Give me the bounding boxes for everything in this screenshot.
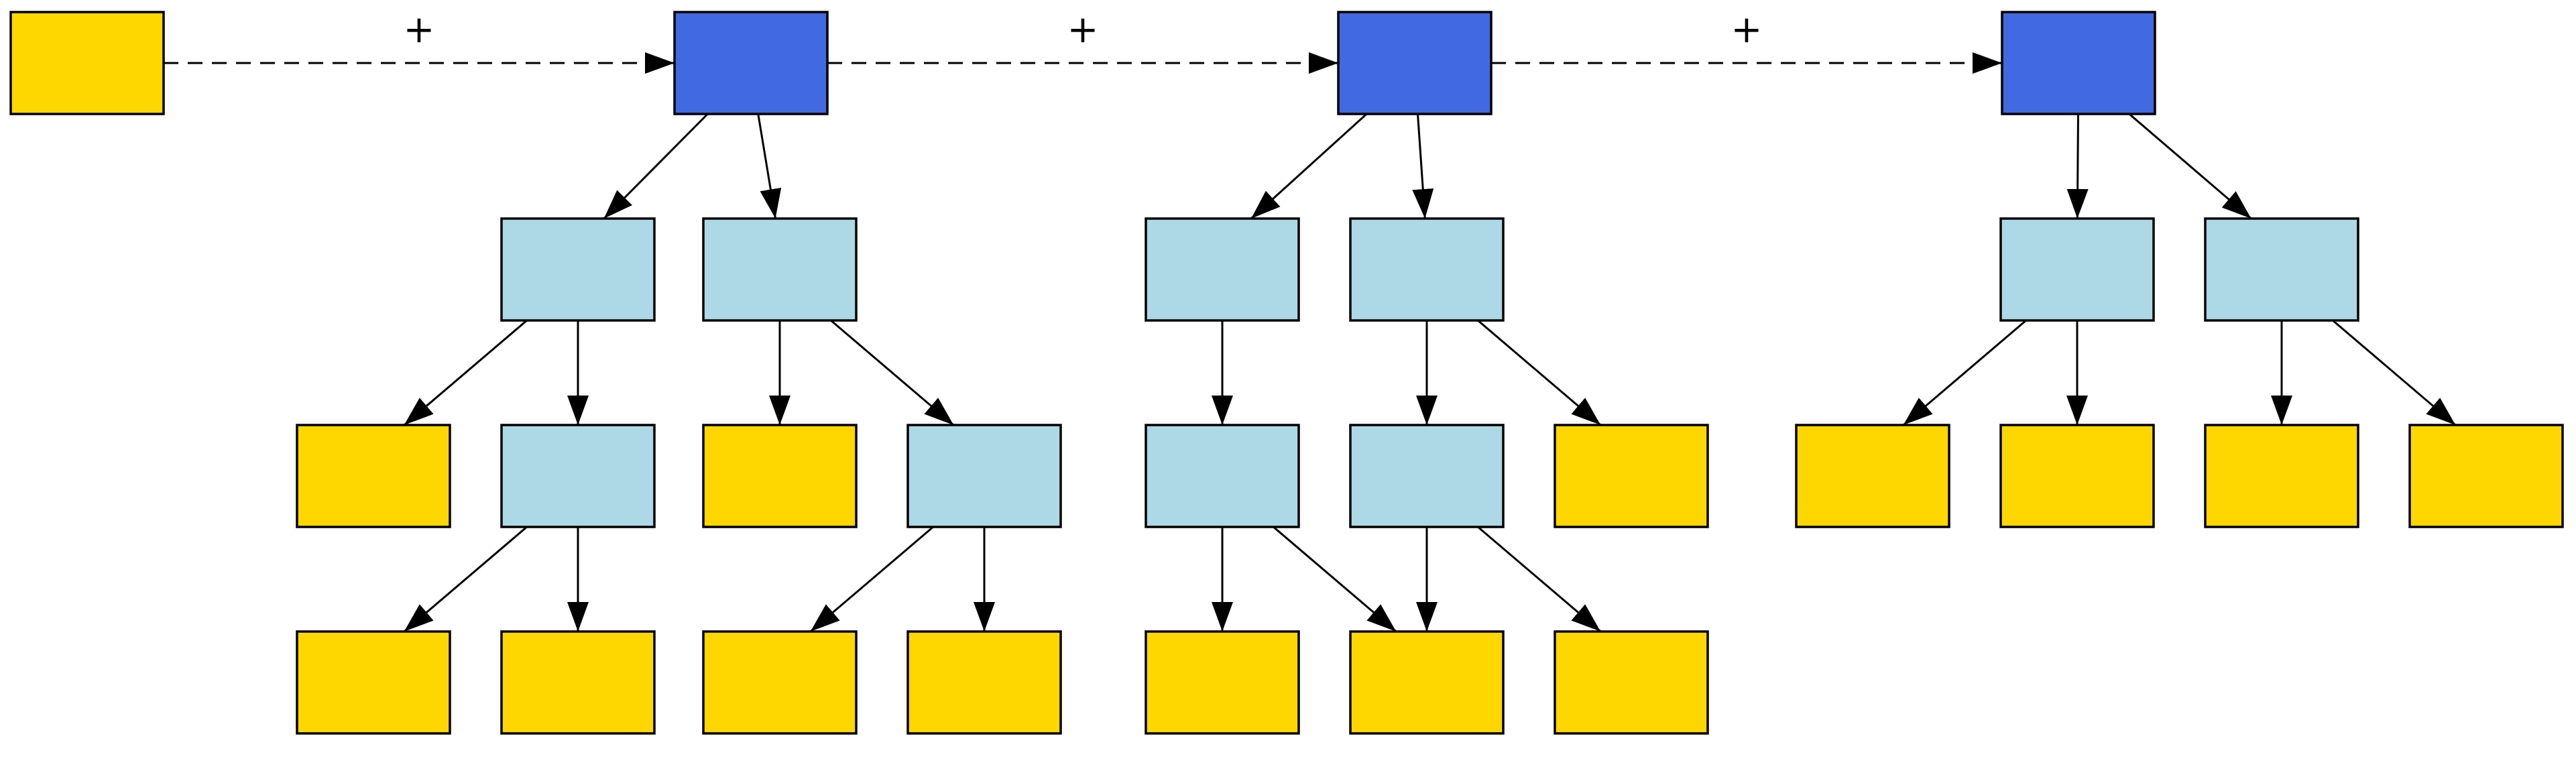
node-box	[1349, 424, 1505, 528]
lightblue-node-lb5	[1145, 217, 1300, 322]
yellow-node-y4	[500, 630, 656, 735]
blue-node-b2	[1337, 11, 1492, 115]
yellow-node-y8	[1145, 630, 1300, 735]
yellow-node-y14	[2408, 424, 2564, 528]
yellow-node-y7	[1554, 424, 1709, 528]
node-box	[500, 217, 656, 322]
yellow-node-y2	[702, 424, 858, 528]
arrow-b2-to-lb5	[1250, 113, 1368, 220]
edge-line	[2128, 113, 2252, 220]
node-box	[1145, 630, 1300, 735]
node-box	[702, 217, 858, 322]
nodes-layer	[9, 11, 2564, 735]
arrow-b3-to-lb9	[2066, 113, 2089, 219]
node-box	[906, 424, 1062, 528]
lightblue-node-lb4	[906, 424, 1062, 528]
yellow-node-y10	[1554, 630, 1709, 735]
edge-line	[403, 526, 528, 633]
yellow-node-y13	[2204, 424, 2359, 528]
node-box	[1999, 217, 2155, 322]
edge-line	[757, 113, 782, 219]
node-box	[1554, 424, 1709, 528]
yellow-node-y5	[702, 630, 858, 735]
node-box	[1349, 630, 1505, 735]
edge-line	[2332, 319, 2457, 426]
node-box	[702, 424, 858, 528]
edge-line	[830, 319, 955, 426]
node-box	[1999, 424, 2155, 528]
node-box	[2204, 424, 2359, 528]
lightblue-node-lb1	[500, 217, 656, 322]
edge-line	[403, 319, 528, 426]
lightblue-node-lb6	[1349, 217, 1505, 322]
node-box	[9, 11, 165, 115]
edge-line	[1273, 526, 1397, 633]
edge-line	[1477, 526, 1602, 633]
edge-line	[1412, 113, 1434, 219]
arrow-lb9-to-y11	[1902, 319, 2027, 426]
yellow-node-y6	[906, 630, 1062, 735]
node-box	[673, 11, 829, 115]
node-box	[1349, 217, 1505, 322]
lightblue-node-lb10	[2204, 217, 2359, 322]
arrow-lb2-to-lb4	[830, 319, 955, 426]
node-box	[1145, 217, 1300, 322]
edge-label-plus: +	[404, 8, 435, 52]
yellow-node-y9	[1349, 630, 1505, 735]
node-box	[296, 630, 451, 735]
node-box	[1337, 11, 1492, 115]
edge-line	[1477, 319, 1602, 426]
yellow-node-y12	[1999, 424, 2155, 528]
edge-line	[2066, 113, 2089, 219]
labels-layer: + + +	[404, 8, 1763, 52]
arrow-lb1-to-y1	[403, 319, 528, 426]
edges-layer	[164, 52, 2457, 633]
arrow-b1-to-lb2	[757, 113, 782, 219]
node-box	[702, 630, 858, 735]
arrow-lb10-to-y14	[2332, 319, 2457, 426]
edge-line	[603, 113, 709, 220]
lightblue-node-lb8	[1349, 424, 1505, 528]
node-box	[1795, 424, 1950, 528]
lightblue-node-lb2	[702, 217, 858, 322]
node-box	[500, 630, 656, 735]
arrow-b1-to-lb1	[603, 113, 709, 220]
blue-node-b3	[2001, 11, 2156, 115]
yellow-node-y0	[9, 11, 165, 115]
edge-label-plus: +	[1067, 8, 1099, 52]
arrow-lb6-to-y7	[1477, 319, 1602, 426]
yellow-node-y11	[1795, 424, 1950, 528]
node-box	[2408, 424, 2564, 528]
node-box	[906, 630, 1062, 735]
lightblue-node-lb7	[1145, 424, 1300, 528]
arrow-lb4-to-y5	[809, 526, 934, 633]
edge-line	[1902, 319, 2027, 426]
node-box	[296, 424, 451, 528]
lightblue-node-lb3	[500, 424, 656, 528]
edge-line	[1250, 113, 1368, 220]
arrow-lb7-to-y9	[1273, 526, 1397, 633]
edge-line	[809, 526, 934, 633]
node-box	[1554, 630, 1709, 735]
lightblue-node-lb9	[1999, 217, 2155, 322]
edge-label-plus: +	[1731, 8, 1763, 52]
yellow-node-y3	[296, 630, 451, 735]
arrow-lb3-to-y3	[403, 526, 528, 633]
node-box	[1145, 424, 1300, 528]
arrow-b2-to-lb6	[1412, 113, 1434, 219]
node-box	[2001, 11, 2156, 115]
blue-node-b1	[673, 11, 829, 115]
node-box	[2204, 217, 2359, 322]
node-box	[500, 424, 656, 528]
arrow-b3-to-lb10	[2128, 113, 2252, 220]
yellow-node-y1	[296, 424, 451, 528]
arrow-lb8-to-y10	[1477, 526, 1602, 633]
